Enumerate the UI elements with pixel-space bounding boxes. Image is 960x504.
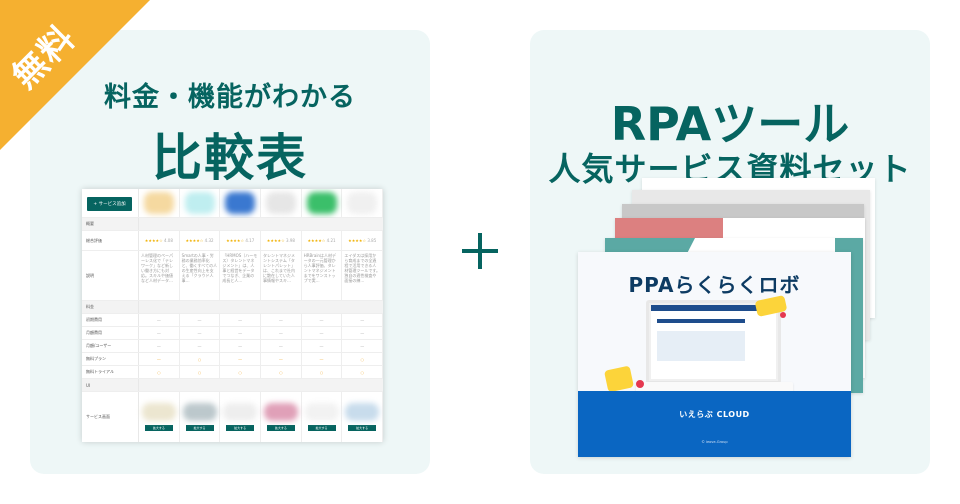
service-logo (347, 192, 378, 214)
heart-icon (780, 312, 786, 318)
star-rating-icon: ★★★★☆ (226, 238, 245, 243)
service-logo (306, 192, 337, 214)
cover-title: PPAらくらくロボ (628, 273, 801, 297)
table-row: 月額費用 —————— (82, 327, 383, 340)
plus-icon (462, 233, 498, 269)
document-cover: PPAらくらくロボ いえらぶ CLOUD © ieove-Group (578, 252, 851, 457)
zoom-button: 拡大する (144, 425, 173, 431)
table-row: 無料トライアル ○○○○○○ (82, 366, 383, 379)
service-screenshot (345, 403, 380, 421)
zoom-button: 拡大する (226, 425, 255, 431)
cover-footer-band: いえらぶ CLOUD © ieove-Group (578, 391, 851, 457)
copyright-text: © ieove-Group (701, 440, 728, 444)
star-rating-icon: ★★★★☆ (185, 238, 204, 243)
service-logo (184, 192, 215, 214)
star-rating-icon: ★★★★☆ (307, 238, 326, 243)
add-service-button: + サービス追加 (87, 197, 132, 211)
service-logo (265, 192, 296, 214)
laptop-illustration (646, 300, 781, 384)
service-screenshot (182, 403, 217, 421)
free-badge (0, 0, 150, 150)
star-rating-icon: ★★★★☆ (144, 238, 163, 243)
service-logo (225, 192, 256, 214)
service-screenshot (263, 403, 298, 421)
mascot-icon (603, 365, 635, 393)
section-pricing: 料金 (82, 301, 383, 314)
star-rating-icon: ★★★★☆ (348, 238, 367, 243)
section-ui: UI (82, 379, 383, 392)
table-row: 無料プラン —○———○ (82, 353, 383, 366)
ieraburu-cloud-logo: いえらぶ CLOUD (679, 410, 750, 419)
table-row: 総合評価 ★★★★☆ 4.08 ★★★★☆ 4.32 ★★★★☆ 4.17 ★★… (82, 231, 383, 251)
star-rating-icon: ★★★★☆ (266, 238, 285, 243)
rpa-title: RPAツール (610, 97, 850, 151)
service-logo (143, 192, 174, 214)
table-row: 初期費用 —————— (82, 314, 383, 327)
zoom-button: 拡大する (348, 425, 377, 431)
table-row: 月額/ユーザー —————— (82, 340, 383, 353)
service-screenshot (304, 403, 339, 421)
table-row: 説明 人材管理のペーパーレス化で「テレワーク」など新しい働き方にも対応。スキルや… (82, 251, 383, 301)
comparison-title: 比較表 (152, 129, 308, 187)
service-screenshot (141, 403, 176, 421)
table-header-row (82, 189, 383, 218)
zoom-button: 拡大する (307, 425, 336, 431)
zoom-button: 拡大する (185, 425, 214, 431)
heart-icon (636, 380, 644, 388)
service-screenshot (223, 403, 258, 421)
zoom-button: 拡大する (266, 425, 295, 431)
comparison-table-preview: + サービス追加 概要 総合評価 ★★★★☆ 4.08 ★★★★☆ 4.32 ★… (82, 189, 383, 442)
section-overview: 概要 (82, 218, 383, 231)
table-row: サービス画面 拡大する 拡大する 拡大する 拡大する 拡大する 拡大する (82, 392, 383, 442)
